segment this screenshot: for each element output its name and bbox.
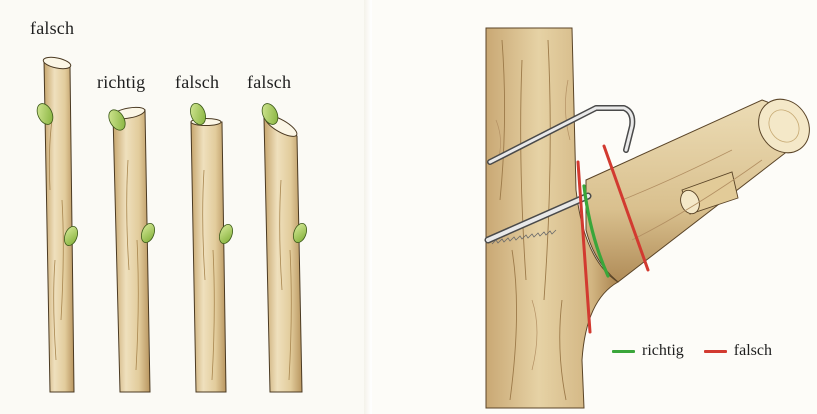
pruning-cuts-panel: falsch richtig falsch falsch <box>0 0 372 414</box>
shoot-4 <box>259 101 309 392</box>
shoot-1 <box>34 55 80 392</box>
green-line-swatch <box>612 350 635 353</box>
legend-item-wrong: falsch <box>704 342 772 360</box>
shoot-2 <box>105 105 157 392</box>
legend: richtig falsch <box>612 340 772 362</box>
shoot-3-label: falsch <box>175 72 219 93</box>
legend-label-correct: richtig <box>642 342 684 360</box>
shoot-2-label: richtig <box>97 72 145 93</box>
shoot-1-label: falsch <box>30 18 74 39</box>
legend-item-correct: richtig <box>612 342 684 360</box>
shoot-3 <box>188 101 235 392</box>
red-line-swatch <box>704 350 727 353</box>
side-branch <box>586 89 817 282</box>
shoot-4-label: falsch <box>247 72 291 93</box>
shoots-drawing <box>0 0 372 414</box>
legend-label-wrong: falsch <box>734 342 772 360</box>
